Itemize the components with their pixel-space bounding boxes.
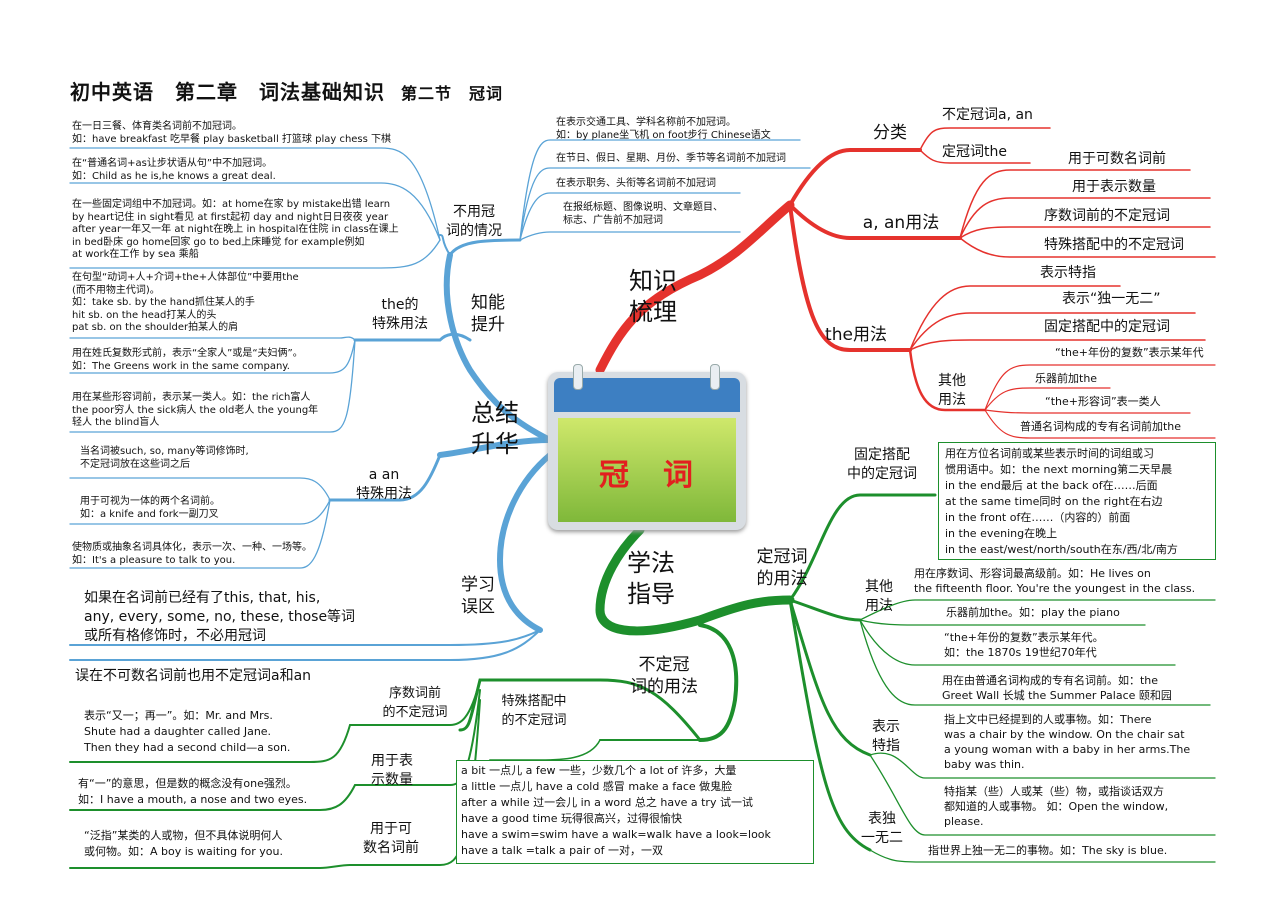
blue-trunk-bottom [496,452,553,633]
blue-the-special-item: 用在姓氏复数形式前，表示“全家人”或是“夫妇俩”。 如：The Greens w… [72,348,303,372]
blue-buyong-left-item: 在一些固定词组中不加冠词。如：at home在家 by mistake出错 le… [72,199,399,260]
blue-the-special-label: the的 特殊用法 [372,297,428,332]
blue-wuqu-label: 学习 误区 [461,575,495,617]
title-main: 初中英语 第二章 词法基础知识 [70,80,385,104]
green-teshu-box: a bit 一点儿 a few 一些，少数几个 a lot of 许多，大量 a… [456,760,814,864]
red-fenlei-item: 不定冠词a, an [942,107,1033,123]
blue-zhineng-label: 知能 提升 [471,293,505,335]
red-main-label: 知识 梳理 [629,267,677,326]
green-guding-box: 用在方位名词前或某些表示时间的词组或习 惯用语中。如：the next morn… [938,442,1216,560]
green-qita-item: 乐器前加the。如：play the piano [946,606,1120,619]
green-keshu-label: 用于可 数名词前 [363,821,419,856]
blue-buyong-left-item: 在“普通名词+as让步状语从句”中不加冠词。 如：Child as he is,… [72,158,276,182]
blue-aan-special-item: 使物质或抽象名词具体化，表示一次、一种、一场等。 如：It's a pleasu… [72,542,312,566]
red-the-item: 表示“独一无二” [1062,291,1161,307]
blue-buyong-right-item: 在表示交通工具、学科名称前不加冠词。 如：by plane坐飞机 on foot… [556,117,771,141]
red-the-item: 固定搭配中的定冠词 [1044,319,1170,335]
blue-aan-special-label: a an 特殊用法 [356,467,412,502]
green-shuliang-item: 有“一”的意思，但是数的概念没有one强烈。 如：I have a mouth,… [78,777,308,806]
red-the-item: 表示特指 [1040,265,1096,281]
title-sub: 第二节 冠词 [401,84,504,103]
red-other-item: 乐器前加the [1035,372,1098,385]
red-aan-item: 序数词前的不定冠词 [1044,208,1170,224]
green-buding-label: 不定冠 词的用法 [630,655,698,697]
blue-wuqu-item: 如果在名词前已经有了this, that, his, any, every, s… [84,590,356,644]
red-fenlei-item: 定冠词the [942,144,1007,160]
green-xushu-label: 序数词前 的不定冠词 [382,686,448,720]
green-qita-item: 用在序数词、形容词最高级前。如：He lives on the fifteent… [914,567,1196,595]
red-other-item: 普通名词构成的专有名词前加the [1020,420,1182,433]
green-qita-label: 其他 用法 [865,579,893,614]
green-guding-label: 固定搭配 中的定冠词 [847,447,917,482]
green-teshu-label: 特殊搭配中 的不定冠词 [501,694,567,728]
red-aan-item: 特殊搭配中的不定冠词 [1044,237,1184,253]
red-the-label: the用法 [825,325,887,345]
green-ding-label: 定冠词 的用法 [756,547,808,589]
green-qita-item: “the+年份的复数”表示某年代。 如：the 1870s 19世纪70年代 [944,631,1104,659]
green-trunk [595,525,795,636]
blue-trunk-top [443,252,553,443]
page-title: 初中英语 第二章 词法基础知识第二节 冠词 [70,76,503,105]
green-qita-item: 用在由普通名词构成的专有名词前。如：the Greet Wall 长城 the … [942,674,1172,702]
blue-wuqu-item: 误在不可数名词前也用不定冠词a和an [75,668,312,684]
blue-buyong-label: 不用冠 词的情况 [446,204,502,239]
red-other-item: “the+形容词”表一类人 [1045,395,1161,408]
red-aan-item: 用于可数名词前 [1068,151,1166,167]
blue-the-special-item: 在句型“动词+人+介词+the+人体部位”中要用the (而不用物主代词)。 如… [72,272,299,333]
red-fenlei-label: 分类 [873,123,907,143]
blue-buyong-right-item: 在节日、假日、星期、月份、季节等名词前不加冠词 [556,153,786,164]
red-other-label: 其他 用法 [938,373,966,408]
blue-buyong-right-item: 在报纸标题、图像说明、文章题目、 标志、广告前不加冠词 [563,202,723,226]
blue-aan-special-item: 用于可视为一体的两个名词前。 如：a knife and fork一副刀叉 [80,496,220,520]
blue-aan-special-item: 当名词被such, so, many等词修饰时, 不定冠词放在这些词之后 [80,446,249,470]
blue-zongjie-label: 总结 升华 [471,399,519,458]
red-aan-label: a, an用法 [862,213,940,233]
green-main-label: 学法 指导 [627,549,675,608]
calendar-icon: 冠 词 [548,364,746,530]
green-xushu-item: 表示“又一；再一”。如：Mr. and Mrs. Shute had a dau… [84,709,291,754]
blue-buyong-right-item: 在表示职务、头衔等名词前不加冠词 [556,178,716,189]
green-biaoshi-item: 指上文中已经提到的人或事物。如：There was a chair by the… [944,713,1191,771]
red-other-item: “the+年份的复数”表示某年代 [1055,346,1204,359]
green-duyi-label: 表独 一无二 [861,811,903,846]
green-duyi-item: 指世界上独一无二的事物。如：The sky is blue. [928,844,1168,857]
blue-trunk-mid [437,437,553,458]
center-label: 冠 词 [599,458,695,493]
green-teshu-text: a bit 一点儿 a few 一些，少数几个 a lot of 许多，大量 a… [461,764,771,857]
green-guding-text: 用在方位名词前或某些表示时间的词组或习 惯用语中。如：the next morn… [945,447,1178,556]
green-keshu-item: “泛指”某类的人或物，但不具体说明何人 或何物。如：A boy is waiti… [84,829,283,858]
red-trunk [595,200,795,375]
red-aan-item: 用于表示数量 [1072,179,1156,195]
green-biaoshi-label: 表示 特指 [872,719,900,754]
blue-the-special-item: 用在某些形容词前，表示某一类人。如：the rich富人 the poor穷人 … [72,392,319,428]
green-biaoshi-item: 特指某（些）人或某（些）物，或指谈话双方 都知道的人或事物。 如：Open th… [944,785,1169,828]
green-shuliang-label: 用于表 示数量 [371,753,413,788]
blue-buyong-left-item: 在一日三餐、体育类名词前不加冠词。 如：have breakfast 吃早餐 p… [72,121,392,145]
